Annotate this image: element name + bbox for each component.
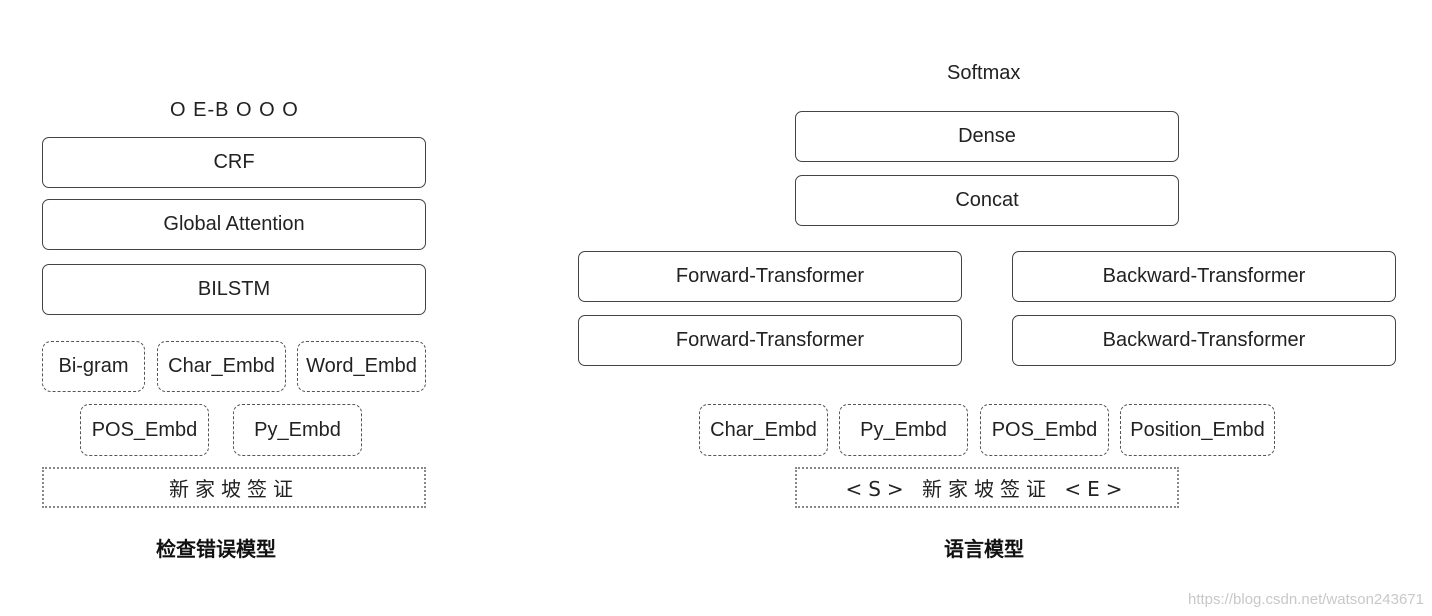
forward-transformer-top-label: Forward-Transformer bbox=[675, 265, 865, 287]
bigram-embedding: Bi-gram bbox=[42, 341, 145, 392]
right-pos-embedding: POS_Embd bbox=[980, 404, 1109, 456]
word-embedding: Word_Embd bbox=[297, 341, 426, 392]
right-position-embedding: Position_Embd bbox=[1120, 404, 1275, 456]
left-input-sentence: 新家坡签证 bbox=[42, 467, 426, 508]
bilstm-label: BILSTM bbox=[197, 278, 271, 300]
backward-transformer-top-label: Backward-Transformer bbox=[1102, 265, 1306, 287]
py-embedding: Py_Embd bbox=[233, 404, 362, 456]
forward-transformer-top: Forward-Transformer bbox=[578, 251, 962, 302]
right-input-label: <S> 新家坡签证 <E> bbox=[845, 477, 1129, 501]
word-embedding-label: Word_Embd bbox=[306, 355, 417, 377]
backward-transformer-bottom-label: Backward-Transformer bbox=[1102, 329, 1306, 351]
py-embedding-label: Py_Embd bbox=[254, 418, 341, 441]
char-embedding-label: Char_Embd bbox=[168, 355, 275, 377]
char-embedding: Char_Embd bbox=[157, 341, 286, 392]
bigram-label: Bi-gram bbox=[58, 355, 129, 377]
left-input-label: 新家坡签证 bbox=[169, 477, 299, 501]
forward-transformer-bottom-label: Forward-Transformer bbox=[675, 329, 865, 351]
pos-embedding-label: POS_Embd bbox=[91, 418, 198, 441]
right-py-embedding: Py_Embd bbox=[839, 404, 968, 456]
softmax-label: Softmax bbox=[947, 62, 1021, 84]
crf-layer: CRF bbox=[42, 137, 426, 188]
concat-label: Concat bbox=[955, 189, 1019, 211]
bilstm-layer: BILSTM bbox=[42, 264, 426, 315]
right-char-embedding-label: Char_Embd bbox=[710, 418, 817, 441]
global-attention-layer: Global Attention bbox=[42, 199, 426, 250]
forward-transformer-bottom: Forward-Transformer bbox=[578, 315, 962, 366]
dense-layer: Dense bbox=[795, 111, 1179, 162]
right-input-sentence: <S> 新家坡签证 <E> bbox=[795, 467, 1179, 508]
right-position-embedding-label: Position_Embd bbox=[1130, 418, 1265, 441]
right-model-caption: 语言模型 bbox=[944, 537, 1024, 561]
dense-label: Dense bbox=[958, 125, 1016, 147]
pos-embedding: POS_Embd bbox=[80, 404, 209, 456]
crf-label: CRF bbox=[213, 151, 255, 173]
backward-transformer-bottom: Backward-Transformer bbox=[1012, 315, 1396, 366]
right-char-embedding: Char_Embd bbox=[699, 404, 828, 456]
right-py-embedding-label: Py_Embd bbox=[860, 418, 947, 441]
left-model-caption: 检查错误模型 bbox=[156, 537, 276, 561]
concat-layer: Concat bbox=[795, 175, 1179, 226]
left-output-tags: O E-B O O O bbox=[170, 99, 299, 121]
watermark-text: https://blog.csdn.net/watson243671 bbox=[1187, 591, 1424, 608]
global-attention-label: Global Attention bbox=[163, 213, 305, 235]
right-pos-embedding-label: POS_Embd bbox=[991, 418, 1098, 441]
backward-transformer-top: Backward-Transformer bbox=[1012, 251, 1396, 302]
